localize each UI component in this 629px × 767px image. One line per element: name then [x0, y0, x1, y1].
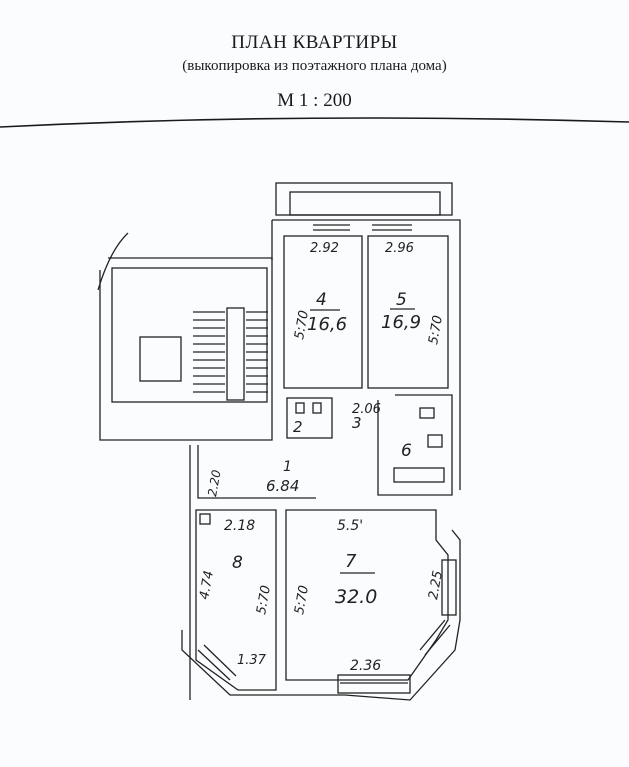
- plan-subtitle: (выкопировка из поэтажного плана дома): [182, 58, 447, 74]
- r4-height: 5:70: [292, 309, 312, 340]
- r4-area: 16,6: [307, 314, 347, 335]
- r5-area: 16,9: [381, 312, 421, 333]
- r1-number: 1: [283, 459, 292, 475]
- r8-height-right: 5:70: [254, 584, 274, 615]
- plan-scale: М 1 : 200: [277, 90, 352, 111]
- plan-title: ПЛАН КВАРТИРЫ: [231, 32, 398, 53]
- r3-width: 2.06: [352, 402, 381, 417]
- r1-area: 6.84: [266, 477, 299, 495]
- room-2: [286, 397, 333, 439]
- r5-width: 2.96: [385, 241, 414, 256]
- r4-width: 2.92: [310, 241, 339, 256]
- r7-side: 2.25: [426, 570, 446, 601]
- r7-area: 32.0: [335, 586, 377, 608]
- r7-width: 5.5': [337, 518, 363, 534]
- r5-number: 5: [396, 290, 407, 310]
- r7-bottom: 2.36: [350, 658, 381, 674]
- r8-bottom: 1.37: [237, 653, 267, 668]
- r3-number: 3: [352, 414, 362, 432]
- room-7: [285, 509, 449, 681]
- header-divider: [0, 117, 629, 128]
- r6-number: 6: [401, 441, 412, 461]
- room-6: [377, 394, 453, 496]
- r4-number: 4: [316, 290, 327, 310]
- r5-height: 5:70: [426, 314, 446, 345]
- r7-number: 7: [345, 551, 357, 572]
- room-5: [367, 235, 449, 389]
- r8-number: 8: [232, 553, 243, 573]
- r8-height-left: 4.74: [197, 570, 217, 601]
- r8-width: 2.18: [224, 518, 255, 534]
- r1-height: 2.20: [205, 468, 223, 497]
- r7-height: 5:70: [292, 584, 312, 615]
- room-8: [195, 509, 277, 691]
- r2-number: 2: [293, 418, 303, 436]
- room-4: [283, 235, 363, 389]
